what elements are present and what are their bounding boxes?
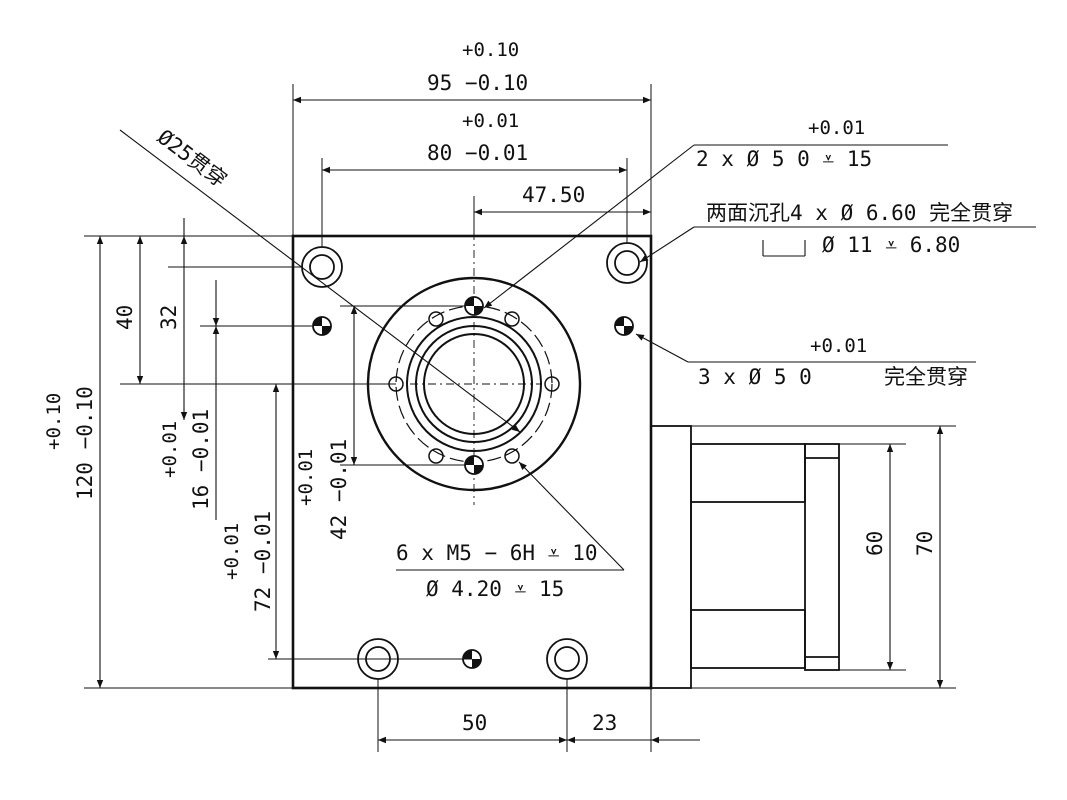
threaded-holes bbox=[388, 311, 560, 464]
pin-top-tol: +0.01 bbox=[808, 117, 865, 139]
counterbore-line1: 两面沉孔4 x Ø 6.60 完全贯穿 bbox=[706, 201, 1013, 225]
dim-80-nominal: 80 −0.01 bbox=[427, 141, 528, 165]
dim-95-tol: +0.10 bbox=[462, 39, 519, 61]
pin-side-spec: 3 x Ø 5 0 bbox=[698, 365, 812, 389]
dim-70: 70 bbox=[913, 531, 937, 556]
dim-16-tol: +0.01 bbox=[159, 421, 181, 478]
dim-80-tol: +0.01 bbox=[462, 110, 519, 132]
dim-16-nominal: 16 −0.01 bbox=[189, 409, 213, 510]
dimension-lines bbox=[96, 96, 944, 744]
thread-line2: Ø 4.20 ⩡ 15 bbox=[426, 577, 564, 601]
dim-50: 50 bbox=[462, 711, 487, 735]
dim-47-50: 47.50 bbox=[522, 183, 585, 207]
pin-holes bbox=[312, 296, 634, 669]
leader-lines bbox=[119, 129, 1036, 571]
counterbore-line2: Ø 11 ⩡ 6.80 bbox=[822, 233, 960, 257]
dim-60: 60 bbox=[863, 531, 887, 556]
dim-40: 40 bbox=[113, 305, 137, 330]
dim-23: 23 bbox=[592, 711, 617, 735]
dim-42-nominal: 42 −0.01 bbox=[327, 439, 351, 540]
dim-95-nominal: 95 −0.10 bbox=[427, 71, 528, 95]
dim-72-nominal: 72 −0.01 bbox=[251, 511, 275, 612]
dim-32: 32 bbox=[157, 305, 181, 330]
thread-line1: 6 x M5 − 6H ⩡ 10 bbox=[396, 541, 598, 565]
pin-side-note: 完全贯穿 bbox=[884, 365, 968, 389]
bore-callout: Ø25贯穿 bbox=[153, 125, 231, 192]
pin-side-tol: +0.01 bbox=[810, 335, 867, 357]
dim-120-nominal: 120 −0.10 bbox=[73, 386, 97, 500]
motor-body bbox=[650, 425, 840, 689]
pin-top-spec: 2 x Ø 5 0 ⩡ 15 bbox=[696, 147, 872, 171]
dim-120-tol: +0.10 bbox=[43, 393, 65, 450]
center-lines bbox=[410, 196, 540, 505]
dim-42-tol: +0.01 bbox=[295, 449, 317, 506]
dim-72-tol: +0.01 bbox=[221, 523, 243, 580]
